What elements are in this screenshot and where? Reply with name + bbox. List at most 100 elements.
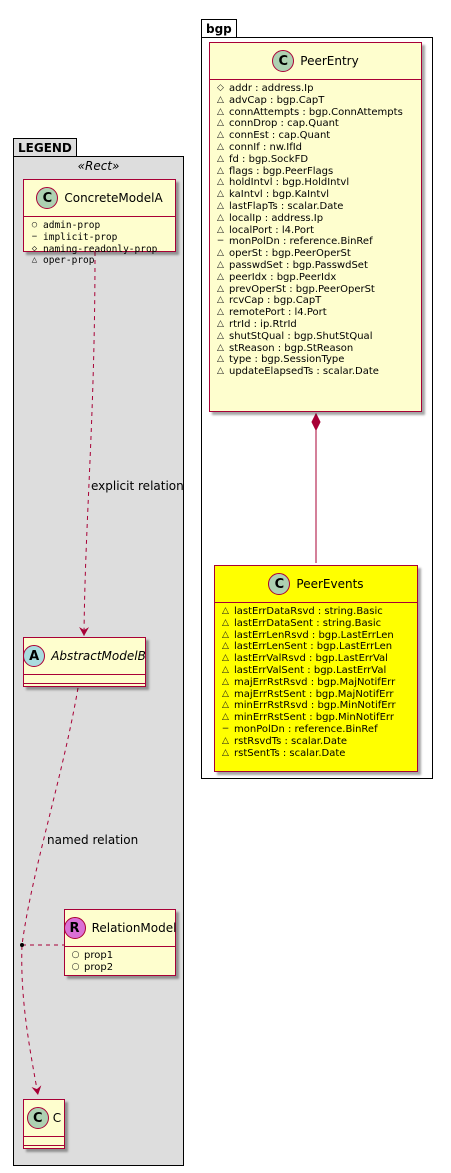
attribute-text: localIp : address.Ip (229, 212, 324, 224)
attribute-text: admin-prop (43, 220, 101, 231)
attribute-row: △connAttempts : bgp.ConnAttempts (216, 107, 415, 119)
class-name: C (52, 1111, 62, 1125)
attribute-text: stReason : bgp.StReason (229, 342, 354, 354)
class-c-icon: C (268, 573, 291, 595)
attribute-text: holdIntvl : bgp.HoldIntvl (229, 177, 350, 189)
attribute-row: △rstSentTs : scalar.Date (221, 748, 411, 760)
attribute-row: △ operSt : bgp.PeerOperSt (216, 248, 415, 260)
attribute-text: prop1 (84, 950, 114, 961)
abstract-model-b-class[interactable]: A AbstractModelB (23, 637, 146, 687)
visibility-icon: △ (217, 106, 224, 117)
attribute-text: rtrId : ip.RtrId (229, 318, 297, 330)
attribute-row: △ fd : bgp.SockFD (216, 154, 415, 166)
composition-diamond (311, 412, 321, 432)
attribute-text: rstRsvdTs : scalar.Date (234, 735, 348, 747)
attribute-row: △connDrop : cap.Quant (216, 118, 415, 130)
visibility-icon: △ (31, 255, 38, 266)
attribute-row: −implicit-prop (30, 232, 169, 244)
attribute-text: connIf : nw.IfId (229, 141, 303, 153)
class-name: PeerEvents (296, 577, 364, 591)
relation-model-class[interactable]: R RelationModel ○prop1○prop2 (63, 909, 176, 977)
class-attributes-empty (24, 674, 145, 683)
visibility-icon: △ (217, 342, 224, 353)
attribute-row: △localIp : address.Ip (216, 213, 415, 225)
attribute-row: △connEst : cap.Quant (216, 130, 415, 142)
attribute-row: △shutStQual : bgp.ShutStQual (216, 331, 415, 343)
attribute-row: −monPolDn : reference.BinRef (216, 236, 415, 248)
visibility-icon: △ (222, 664, 229, 675)
visibility-icon: − (31, 231, 38, 242)
visibility-icon: △ (222, 688, 229, 699)
visibility-icon: △ (217, 248, 224, 259)
attribute-text: prop2 (84, 961, 114, 973)
attribute-row: △ stReason : bgp.StReason (216, 343, 415, 355)
attribute-text: addr : address.Ip (229, 83, 314, 94)
visibility-icon: △ (217, 271, 224, 282)
attribute-row: △lastErrLenSent : bgp.LastErrLen (221, 641, 411, 653)
attribute-row: △ lastErrValRsvd : bgp.LastErrVal (221, 653, 411, 665)
attribute-text: updateElapsedTs : scalar.Date (229, 366, 379, 378)
attribute-text: peerIdx : bgp.PeerIdx (229, 271, 337, 283)
class-name: ConcreteModelA (64, 191, 163, 205)
peer-entry-class[interactable]: C PeerEntry ◇addr : address.Ip△advCap : … (209, 42, 422, 412)
class-header: A AbstractModelB (23, 638, 146, 674)
bgp-package-tab: bgp (201, 19, 237, 37)
visibility-icon: ○ (31, 220, 38, 230)
class-header: C ConcreteModelA (24, 180, 175, 216)
attribute-row: △majErrRstRsvd : bgp.MajNotifErr (221, 677, 411, 689)
visibility-icon: △ (222, 676, 229, 687)
c-class[interactable]: C C (23, 1099, 65, 1149)
visibility-icon: △ (217, 165, 224, 176)
attribute-text: kaIntvl : bgp.KaIntvl (229, 189, 330, 201)
visibility-icon: − (221, 723, 230, 734)
explicit-relation-label: explicit relation (91, 479, 184, 493)
attribute-text: shutStQual : bgp.ShutStQual (229, 330, 373, 342)
class-attributes: ○prop1○prop2 (65, 946, 175, 977)
attribute-row: △lastErrValSent : bgp.LastErrVal (221, 665, 411, 677)
class-header: C C (24, 1100, 64, 1136)
legend-package-title: LEGEND (18, 141, 72, 155)
attribute-text: prevOperSt : bgp.PeerOperSt (229, 283, 375, 295)
class-methods-empty (24, 683, 145, 692)
relation-r-icon: R (63, 917, 86, 939)
visibility-icon: △ (217, 130, 224, 141)
peer-events-class[interactable]: C PeerEvents △lastErrDataRsvd : string.B… (214, 565, 418, 772)
class-header: R RelationModel (63, 910, 176, 946)
attribute-row: △ peerIdx : bgp.PeerIdx (216, 272, 415, 284)
attribute-text: lastErrLenSent : bgp.LastErrLen (234, 641, 393, 653)
attribute-text: rstSentTs : scalar.Date (234, 747, 346, 759)
relation-join-dot (20, 943, 24, 947)
attribute-text: fd : bgp.SockFD (229, 153, 309, 165)
attribute-row: △passwdSet : bgp.PasswdSet (216, 260, 415, 272)
attribute-row: △lastErrDataSent : string.Basic (221, 618, 411, 630)
visibility-icon: △ (217, 259, 224, 270)
attribute-text: lastErrValRsvd : bgp.LastErrVal (234, 653, 388, 665)
legend-stereotype: «Rect» (77, 159, 120, 173)
attribute-text: minErrRstRsvd : bgp.MinNotifErr (234, 700, 396, 712)
visibility-icon: △ (222, 629, 229, 640)
attribute-text: implicit-prop (43, 231, 118, 243)
visibility-icon: △ (217, 177, 224, 188)
attribute-text: type : bgp.SessionType (229, 354, 345, 366)
attribute-text: naming-readonly-prop (43, 243, 158, 255)
attribute-text: lastFlapTs : scalar.Date (229, 200, 344, 212)
attribute-row: −monPolDn : reference.BinRef (221, 724, 411, 736)
visibility-icon: △ (222, 653, 229, 664)
attribute-row: △minErrRstSent : bgp.MinNotifErr (221, 712, 411, 724)
attribute-row: △ updateElapsedTs : scalar.Date (216, 366, 415, 378)
attribute-row: △lastErrDataRsvd : string.Basic (221, 606, 411, 618)
class-attributes: ○admin-prop−implicit-prop◇naming-readonl… (24, 216, 175, 270)
attribute-text: operSt : bgp.PeerOperSt (229, 248, 351, 260)
visibility-icon: △ (217, 153, 224, 164)
visibility-icon: △ (222, 735, 229, 746)
visibility-icon: △ (217, 118, 224, 129)
class-methods-empty (24, 1145, 64, 1154)
attribute-row: △rtrId : ip.RtrId (216, 319, 415, 331)
class-c-icon: C (26, 1107, 49, 1129)
visibility-icon: △ (222, 617, 229, 628)
attribute-row: △ holdIntvl : bgp.HoldIntvl (216, 177, 415, 189)
concrete-model-a-class[interactable]: C ConcreteModelA ○ admin-prop−implicit-pr… (23, 179, 176, 266)
visibility-icon: △ (217, 366, 224, 377)
visibility-icon: △ (217, 354, 224, 365)
